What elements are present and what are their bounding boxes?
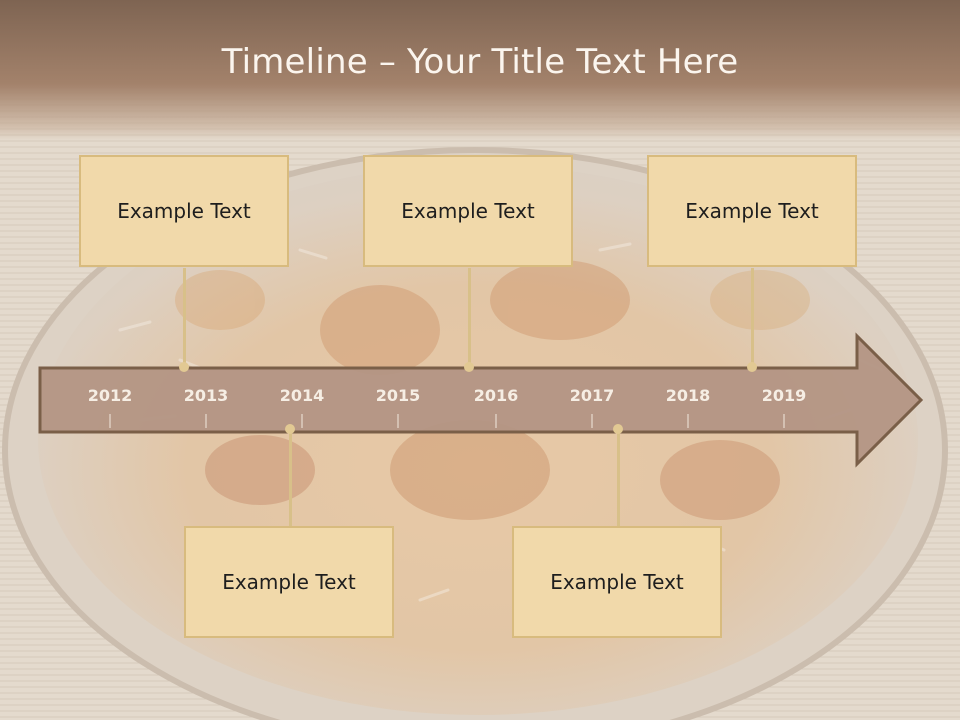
year-label: 2019 xyxy=(761,386,807,405)
year-label: 2013 xyxy=(183,386,229,405)
event-text: Example Text xyxy=(222,570,356,594)
timeline-arrow-shape xyxy=(38,332,924,468)
connector-line xyxy=(617,430,620,527)
connector-line xyxy=(751,268,754,368)
year-label: 2015 xyxy=(375,386,421,405)
connector-line xyxy=(183,268,186,368)
event-text: Example Text xyxy=(550,570,684,594)
year-label: 2018 xyxy=(665,386,711,405)
event-box-bottom[interactable]: Example Text xyxy=(184,526,394,638)
connector-dot xyxy=(464,362,474,372)
year-ticks xyxy=(109,414,785,428)
connector-dot xyxy=(747,362,757,372)
slide-title: Timeline – Your Title Text Here xyxy=(221,42,739,82)
connector-dot xyxy=(285,424,295,434)
connector-dot xyxy=(613,424,623,434)
year-label: 2017 xyxy=(569,386,615,405)
connector-line xyxy=(289,430,292,527)
year-label: 2014 xyxy=(279,386,325,405)
year-label: 2016 xyxy=(473,386,519,405)
event-text: Example Text xyxy=(117,199,251,223)
connector-line xyxy=(468,268,471,368)
event-text: Example Text xyxy=(685,199,819,223)
event-text: Example Text xyxy=(401,199,535,223)
event-box-bottom[interactable]: Example Text xyxy=(512,526,722,638)
event-box-top[interactable]: Example Text xyxy=(647,155,857,267)
year-label: 2012 xyxy=(87,386,133,405)
event-box-top[interactable]: Example Text xyxy=(363,155,573,267)
connector-dot xyxy=(179,362,189,372)
event-box-top[interactable]: Example Text xyxy=(79,155,289,267)
title-band xyxy=(0,0,960,140)
